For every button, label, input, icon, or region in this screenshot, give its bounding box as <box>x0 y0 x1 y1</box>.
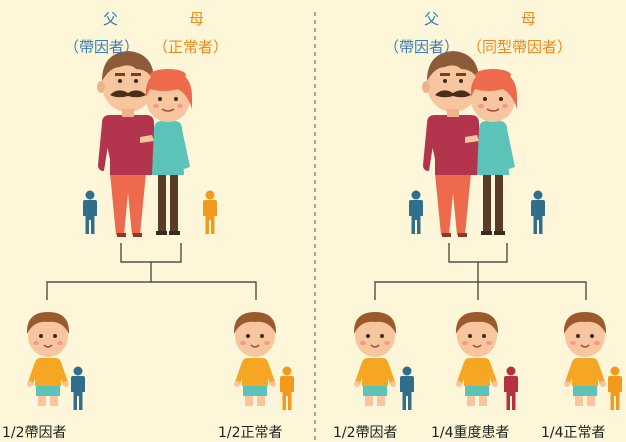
right-father-title: 父 <box>424 10 440 28</box>
right-child-1-label: 1/2帶因者 <box>333 425 398 441</box>
right-child-3-illustration <box>563 311 607 407</box>
left-parents-illustration <box>96 50 193 238</box>
right-child-2-label: 1/4重度患者 <box>431 425 510 441</box>
normal-person-icon <box>203 190 217 234</box>
right-father-status: （帶因者） <box>384 38 460 56</box>
normal-person-icon <box>608 366 622 410</box>
left-child-1-label: 1/2帶因者 <box>2 425 67 441</box>
right-mother-title: 母 <box>521 10 537 28</box>
right-child-1-illustration <box>353 311 397 407</box>
carrier-person-icon <box>83 190 97 234</box>
carrier-person-icon <box>71 366 85 410</box>
right-family-tree-lines <box>374 243 587 300</box>
left-mother-status: （正常者） <box>153 38 229 56</box>
right-child-2-illustration <box>455 311 499 407</box>
carrier-person-icon <box>409 190 423 234</box>
right-parents-illustration <box>421 50 518 238</box>
carrier-person-icon <box>531 190 545 234</box>
right-mother-status: （同型帶因者） <box>467 38 573 56</box>
carrier-person-icon <box>400 366 414 410</box>
left-mother-title: 母 <box>189 10 205 28</box>
left-child-1-illustration <box>26 311 70 407</box>
severe-patient-person-icon <box>504 366 518 410</box>
right-child-3-label: 1/4正常者 <box>541 425 606 441</box>
normal-person-icon <box>280 366 294 410</box>
left-father-title: 父 <box>103 10 119 28</box>
left-father-status: （帶因者） <box>64 38 140 56</box>
left-child-2-illustration <box>233 311 277 407</box>
left-family-tree-lines <box>46 243 257 300</box>
left-child-2-label: 1/2正常者 <box>218 425 283 441</box>
